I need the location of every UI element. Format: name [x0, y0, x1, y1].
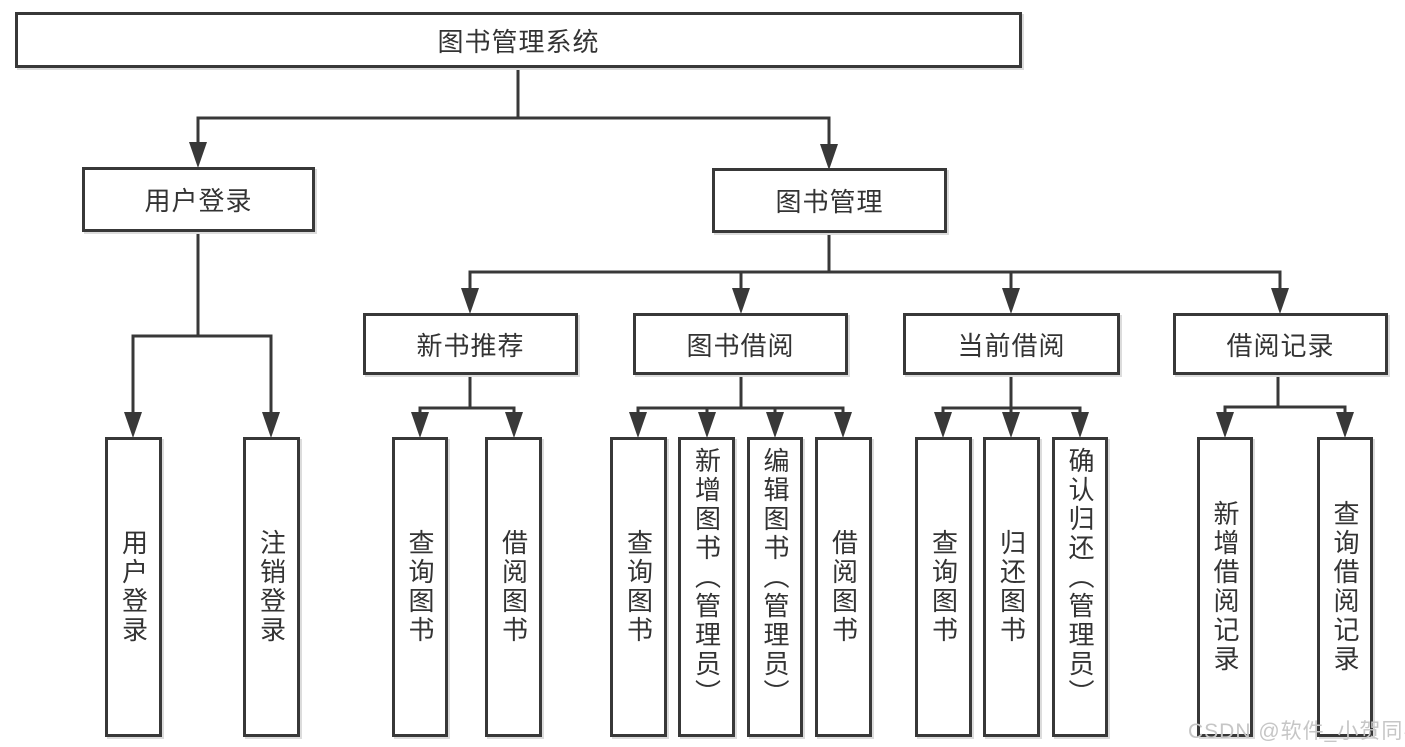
arrow-icon: [1002, 288, 1020, 314]
leaf-add-borrow-record-label: 新增借阅记录: [1210, 500, 1240, 674]
leaf-logout-label: 注销登录: [256, 529, 287, 645]
node-root: 图书管理系统: [15, 12, 1022, 68]
connector-borrow-record: [1223, 375, 1347, 415]
leaf-edit-book-admin-label: 编辑图书（管理员）: [760, 447, 790, 708]
node-book-borrow-label: 图书借阅: [686, 330, 795, 361]
connector-current-borrow: [941, 375, 1082, 415]
arrow-icon: [461, 288, 479, 314]
node-borrow-record-label: 借阅记录: [1226, 330, 1335, 361]
leaf-add-book-admin-label: 新增图书（管理员）: [691, 447, 722, 708]
node-book-management-label: 图书管理: [775, 187, 884, 217]
node-book-management: 图书管理: [712, 168, 947, 233]
leaf-borrow-books-1: 借阅图书: [485, 437, 542, 737]
arrow-icon: [698, 412, 716, 438]
arrow-icon: [834, 412, 852, 438]
leaf-borrow-books-2: 借阅图书: [815, 437, 872, 737]
leaf-return-book: 归还图书: [983, 437, 1040, 737]
leaf-add-book-admin: 新增图书（管理员）: [678, 437, 735, 737]
connector-book-borrow: [636, 375, 845, 415]
leaf-query-books-1: 查询图书: [392, 437, 448, 737]
arrow-icon: [820, 144, 838, 170]
node-new-book-recommend-label: 新书推荐: [416, 330, 525, 361]
leaf-return-book-label: 归还图书: [996, 529, 1027, 645]
arrow-icon: [934, 412, 952, 438]
arrow-icon: [1271, 288, 1289, 314]
leaf-edit-book-admin: 编辑图书（管理员）: [747, 437, 803, 737]
arrow-icon: [766, 412, 784, 438]
leaf-borrow-books-1-label: 借阅图书: [498, 529, 529, 645]
arrow-icon: [1216, 412, 1234, 438]
leaf-logout: 注销登录: [243, 437, 300, 737]
leaf-add-borrow-record: 新增借阅记录: [1197, 437, 1253, 737]
node-user-login: 用户登录: [82, 167, 315, 232]
leaf-query-books-3-label: 查询图书: [928, 529, 959, 645]
leaf-query-borrow-record-label: 查询借阅记录: [1330, 500, 1360, 674]
leaf-confirm-return-admin: 确认归还（管理员）: [1052, 437, 1108, 737]
arrow-icon: [124, 412, 142, 438]
node-root-label: 图书管理系统: [437, 26, 600, 57]
arrow-icon: [629, 412, 647, 438]
leaf-query-books-3: 查询图书: [915, 437, 972, 737]
arrowheads: [124, 142, 1354, 438]
connector-book-mgmt: [468, 233, 1282, 292]
arrow-icon: [262, 412, 280, 438]
arrow-icon: [505, 412, 523, 438]
node-borrow-record: 借阅记录: [1173, 313, 1388, 375]
leaf-query-books-2-label: 查询图书: [623, 529, 654, 645]
node-current-borrow: 当前借阅: [903, 313, 1120, 375]
watermark: CSDN @软件_小贺同学: [1188, 720, 1405, 743]
connector-root: [196, 68, 831, 148]
arrow-icon: [732, 288, 750, 314]
connector-user-login: [131, 232, 273, 415]
node-user-login-label: 用户登录: [144, 186, 253, 216]
arrow-icon: [1002, 412, 1020, 438]
leaf-user-login: 用户登录: [105, 437, 162, 737]
arrow-icon: [189, 142, 207, 168]
node-book-borrow: 图书借阅: [633, 313, 848, 375]
node-current-borrow-label: 当前借阅: [957, 330, 1066, 361]
leaf-borrow-books-2-label: 借阅图书: [828, 529, 859, 645]
leaf-query-books-1-label: 查询图书: [405, 529, 435, 645]
arrow-icon: [1071, 412, 1089, 438]
node-new-book-recommend: 新书推荐: [363, 313, 578, 375]
leaf-confirm-return-admin-label: 确认归还（管理员）: [1065, 447, 1095, 708]
leaf-query-borrow-record: 查询借阅记录: [1317, 437, 1373, 737]
leaf-query-books-2: 查询图书: [610, 437, 667, 737]
leaf-user-login-label: 用户登录: [118, 529, 149, 645]
arrow-icon: [1336, 412, 1354, 438]
connector-new-book: [418, 375, 516, 415]
arrow-icon: [411, 412, 429, 438]
